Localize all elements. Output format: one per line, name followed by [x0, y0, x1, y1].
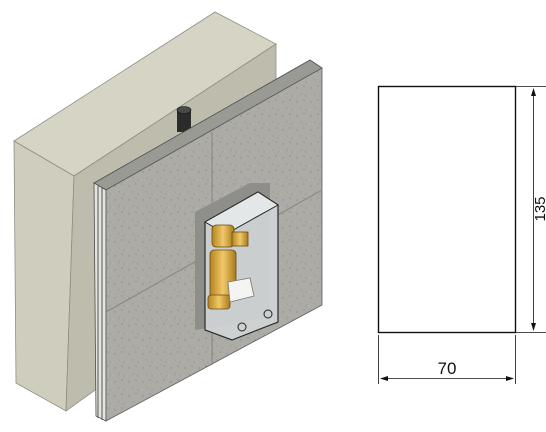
width-dimension: 70	[378, 335, 516, 384]
cover-plate-outline	[377, 85, 517, 334]
pipe-stub	[176, 106, 192, 132]
width-dimension-label: 70	[438, 359, 457, 378]
height-dimension-label: 135	[532, 196, 546, 221]
wall-box	[195, 183, 279, 341]
back-block-front	[13, 140, 75, 412]
brass-valve	[207, 224, 255, 310]
installation-render	[13, 11, 323, 422]
dimension-drawing: 135 70	[377, 85, 546, 384]
height-dimension: 135	[516, 86, 546, 333]
